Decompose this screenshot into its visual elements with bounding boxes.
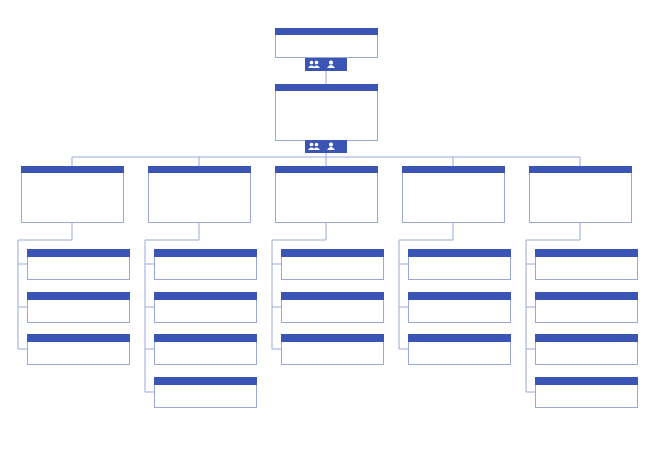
department-node-4-box (402, 166, 505, 223)
child-node-2-1[interactable] (154, 249, 257, 280)
child-node-5-4-header (535, 377, 638, 385)
department-node-5-header (529, 166, 632, 173)
group-icon (308, 142, 320, 150)
root-badge-bg (305, 58, 347, 71)
level1-badge-bg (305, 140, 347, 153)
child-node-5-3[interactable] (535, 334, 638, 365)
department-node-4[interactable] (402, 166, 505, 223)
child-node-4-1-header (408, 249, 511, 257)
root-node[interactable] (275, 28, 378, 58)
child-node-1-1-header (27, 249, 130, 257)
root-node-header (275, 28, 378, 35)
child-node-5-2[interactable] (535, 292, 638, 323)
child-node-1-2-header (27, 292, 130, 300)
person-icon (327, 60, 335, 68)
level1-node-box (275, 84, 378, 141)
child-node-3-2-header (281, 292, 384, 300)
child-node-2-4[interactable] (154, 377, 257, 408)
child-node-5-3-header (535, 334, 638, 342)
department-node-3-header (275, 166, 378, 173)
child-node-3-3-header (281, 334, 384, 342)
level1-node[interactable] (275, 84, 378, 141)
child-node-3-3[interactable] (281, 334, 384, 365)
child-node-4-1[interactable] (408, 249, 511, 280)
department-node-2-header (148, 166, 251, 173)
child-node-2-3[interactable] (154, 334, 257, 365)
department-node-1-box (21, 166, 124, 223)
child-node-2-3-header (154, 334, 257, 342)
child-node-2-2[interactable] (154, 292, 257, 323)
child-node-1-3[interactable] (27, 334, 130, 365)
root-badge[interactable] (305, 58, 347, 71)
department-node-1-header (21, 166, 124, 173)
department-node-3[interactable] (275, 166, 378, 223)
department-node-2-box (148, 166, 251, 223)
department-node-5-box (529, 166, 632, 223)
child-node-5-2-header (535, 292, 638, 300)
department-node-1[interactable] (21, 166, 124, 223)
child-node-2-2-header (154, 292, 257, 300)
child-node-2-4-header (154, 377, 257, 385)
child-node-5-1[interactable] (535, 249, 638, 280)
child-node-1-1[interactable] (27, 249, 130, 280)
child-node-5-4[interactable] (535, 377, 638, 408)
child-node-3-1-header (281, 249, 384, 257)
child-node-4-2[interactable] (408, 292, 511, 323)
child-node-5-1-header (535, 249, 638, 257)
department-node-3-box (275, 166, 378, 223)
level1-badge[interactable] (305, 140, 347, 153)
group-icon (308, 60, 320, 68)
child-node-1-2[interactable] (27, 292, 130, 323)
child-node-1-3-header (27, 334, 130, 342)
department-node-5[interactable] (529, 166, 632, 223)
child-node-4-2-header (408, 292, 511, 300)
level1-node-header (275, 84, 378, 91)
department-node-4-header (402, 166, 505, 173)
child-node-4-3[interactable] (408, 334, 511, 365)
child-node-4-3-header (408, 334, 511, 342)
child-node-3-2[interactable] (281, 292, 384, 323)
department-node-2[interactable] (148, 166, 251, 223)
child-node-2-1-header (154, 249, 257, 257)
child-node-3-1[interactable] (281, 249, 384, 280)
person-icon (327, 142, 335, 150)
